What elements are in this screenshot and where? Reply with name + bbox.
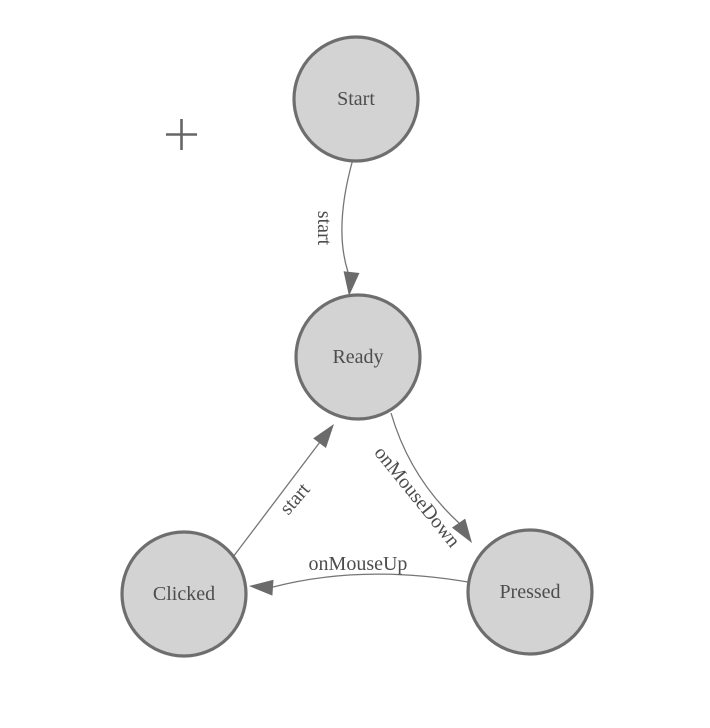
state-node-clicked[interactable]: Clicked	[120, 530, 248, 658]
state-node-start[interactable]: Start	[292, 35, 420, 163]
state-label: Pressed	[499, 581, 560, 603]
arrowhead-icon	[451, 518, 472, 543]
edge-start-to-ready[interactable]: start	[313, 158, 360, 297]
state-label: Clicked	[153, 583, 215, 605]
edge-pressed-to-clicked[interactable]: onMouseUp	[248, 553, 469, 596]
edge-ready-to-pressed[interactable]: onMouseDown	[370, 412, 479, 552]
state-circle[interactable]	[120, 530, 248, 658]
edge-line[interactable]	[229, 441, 321, 562]
edge-label-start-2[interactable]: start	[275, 478, 314, 519]
edge-clicked-to-ready[interactable]: start	[229, 419, 340, 562]
plus-crosshair-icon	[166, 119, 197, 150]
state-circle[interactable]	[292, 35, 420, 163]
arrowhead-icon	[313, 424, 334, 448]
edge-line[interactable]	[272, 573, 469, 588]
edge-line[interactable]	[390, 412, 460, 524]
edge-label-start-1[interactable]: start	[313, 211, 335, 246]
arrowhead-icon	[343, 271, 360, 296]
state-label: Ready	[332, 346, 383, 368]
state-node-pressed[interactable]: Pressed	[466, 528, 594, 656]
arrowhead-icon	[249, 579, 274, 596]
edge-label-onmousedown[interactable]: onMouseDown	[370, 442, 465, 552]
edge-label-onmouseup[interactable]: onMouseUp	[309, 553, 408, 575]
state-circle[interactable]	[294, 293, 422, 421]
state-label: Start	[337, 88, 375, 110]
edge-line[interactable]	[341, 158, 354, 273]
state-node-ready[interactable]: Ready	[294, 293, 422, 421]
state-circle[interactable]	[466, 528, 594, 656]
